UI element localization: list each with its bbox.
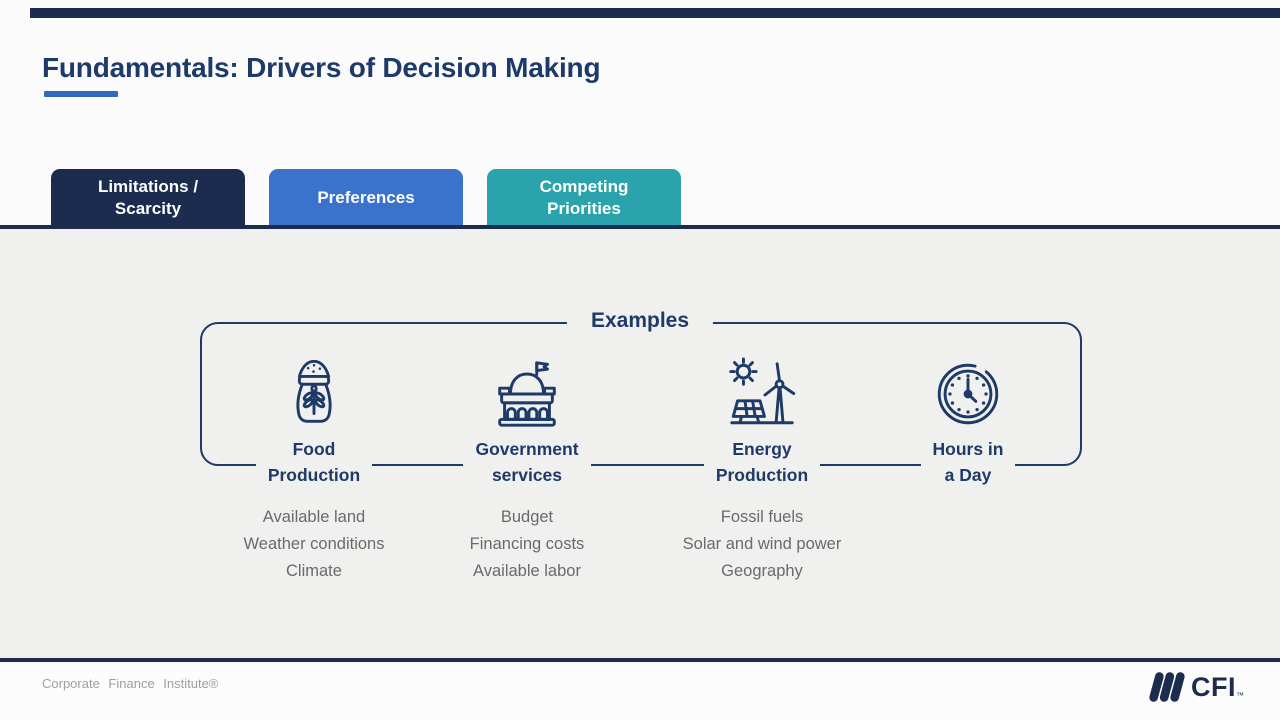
tab-preferences[interactable]: Preferences — [269, 169, 463, 226]
detail-line: Available labor — [473, 562, 581, 580]
tab-limitations-scarcity[interactable]: Limitations / Scarcity — [51, 169, 245, 226]
brand-text: Corporate Finance Institute® — [42, 676, 219, 691]
tab-label: Preferences — [317, 187, 415, 207]
example-details: Available land Weather conditions Climat… — [244, 504, 385, 585]
detail-line: Weather conditions — [243, 535, 385, 553]
detail-line: Budget — [500, 508, 554, 526]
tab-bar: Limitations / Scarcity Preferences Compe… — [51, 169, 681, 226]
example-food-production: Food Production Available land Weather c… — [194, 354, 434, 585]
example-hours-in-a-day: Hours in a Day — [848, 354, 1088, 504]
page-title: Fundamentals: Drivers of Decision Making — [42, 52, 601, 83]
footer: Corporate Finance Institute® CFI ™ — [0, 662, 1280, 720]
example-label: Government services — [463, 436, 591, 488]
detail-line: Fossil fuels — [720, 508, 804, 526]
tab-competing-priorities[interactable]: Competing Priorities — [487, 169, 681, 226]
example-label: Hours in a Day — [920, 436, 1016, 488]
title-underline — [44, 91, 118, 97]
clock-icon — [929, 354, 1007, 434]
cfi-logo: CFI ™ — [1146, 668, 1244, 706]
detail-line: Climate — [286, 562, 342, 580]
example-energy-production: Energy Production Fossil fuels Solar and… — [642, 354, 882, 585]
tab-label: Limitations / Scarcity — [97, 176, 199, 218]
government-building-icon — [488, 354, 566, 434]
detail-line: Available land — [262, 508, 366, 526]
detail-line: Solar and wind power — [682, 535, 842, 553]
example-details: Budget Financing costs Available labor — [470, 504, 585, 585]
example-label: Food Production — [255, 436, 373, 488]
solar-wind-energy-icon — [723, 354, 801, 434]
example-details: Fossil fuels Solar and wind power Geogra… — [683, 504, 842, 585]
cfi-logo-bars-icon — [1149, 672, 1185, 702]
tab-divider-line — [0, 225, 1280, 229]
cfi-logo-text: CFI — [1191, 671, 1236, 702]
detail-line: Financing costs — [469, 535, 585, 553]
detail-line: Geography — [721, 562, 803, 580]
flour-sack-icon — [275, 354, 353, 434]
top-accent-bar — [30, 8, 1280, 18]
trademark-symbol: ™ — [1236, 691, 1244, 700]
tab-label: Competing Priorities — [539, 176, 629, 218]
examples-heading: Examples — [566, 306, 714, 336]
footer-divider-line — [0, 658, 1280, 662]
example-label: Energy Production — [703, 436, 821, 488]
content-panel — [0, 229, 1280, 658]
example-government-services: Government services Budget Financing cos… — [407, 354, 647, 585]
